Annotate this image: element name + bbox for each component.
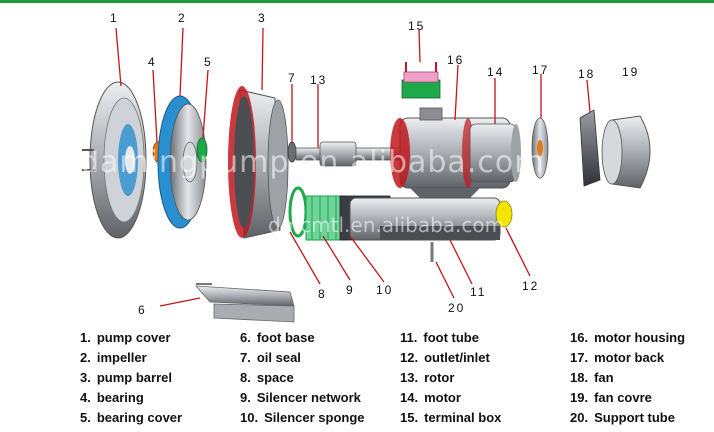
callout-2: 2 [178,11,185,25]
pump-barrel-part [228,86,289,239]
legend-item: 9.Silencer network [240,390,361,405]
watermark-secondary: dmcmtl.en.alibaba.com [268,213,504,237]
callout-18: 18 [578,67,595,81]
callout-11: 11 [470,285,486,299]
leader-lines [115,27,591,307]
legend-item: 5.bearing cover [80,410,183,425]
callout-9: 9 [346,283,353,297]
callout-5: 5 [204,55,211,69]
legend-item: 7.oil seal [240,350,301,365]
callout-10: 10 [376,283,393,297]
legend-item: 6.foot base [240,330,315,345]
foot-base-part [195,283,295,323]
callout-3: 3 [258,11,265,25]
legend-item: 12.outlet/inlet [400,350,490,365]
legend-item: 8.space [240,370,294,385]
callout-13: 13 [310,73,327,87]
outlet-inlet-part [495,200,513,228]
callout-7: 7 [288,71,295,85]
exploded-view: damingpump.en.alibaba.com dmcmtl.en.alib… [80,11,651,323]
motor-part [469,123,521,183]
callout-4: 4 [148,55,155,69]
foot-tube-part [349,197,501,241]
legend-item: 14.motor [400,390,461,405]
callout-17: 17 [532,63,549,77]
legend-item: 15.terminal box [400,410,502,425]
top-rule [0,0,714,3]
terminal-box-part [401,62,441,99]
legend-item: 17.motor back [570,350,665,365]
legend-item: 16.motor housing [570,330,686,345]
callout-1: 1 [110,11,117,25]
callout-12: 12 [522,279,539,293]
callout-8: 8 [318,287,325,301]
pump-cover-part [82,81,147,239]
callout-19: 19 [622,65,639,79]
legend-item: 3.pump barrel [80,370,172,385]
fan-part [579,109,601,187]
motor-back-part [531,117,549,179]
legend-item: 20.Support tube [570,410,675,425]
impeller-part [157,95,207,229]
legend-item: 4.bearing [80,390,144,405]
fan-cover-part [601,115,651,189]
legend-item: 13.rotor [400,370,455,385]
parts-legend: 1.pump cover 2.impeller 3.pump barrel 4.… [0,330,714,432]
legend-item: 2.impeller [80,350,147,365]
callout-14: 14 [487,65,504,79]
watermark-main: damingpump.en.alibaba.com [80,145,544,180]
legend-item: 1.pump cover [80,330,171,345]
legend-item: 18.fan [570,370,614,385]
callout-20: 20 [448,301,465,315]
legend-item: 10.Silencer sponge [240,410,365,425]
legend-item: 19.fan covre [570,390,652,405]
callout-15: 15 [408,19,425,33]
callout-6: 6 [138,303,145,317]
bearing-cover-part [196,137,208,163]
legend-item: 11.foot tube [400,330,479,345]
callout-16: 16 [447,53,464,67]
